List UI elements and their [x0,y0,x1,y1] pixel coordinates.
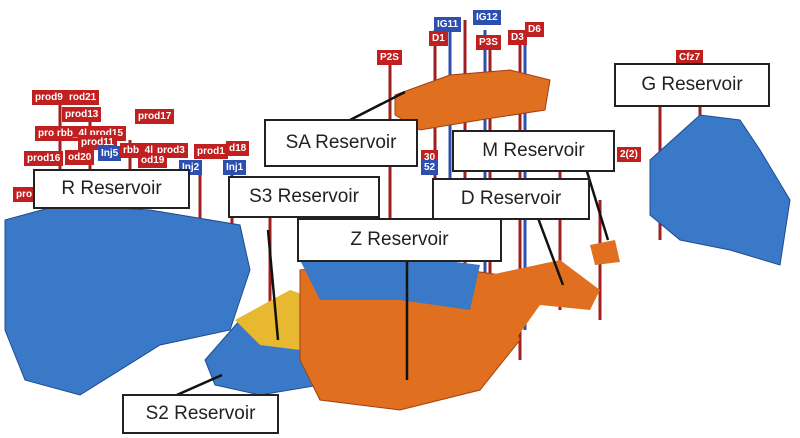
sa-reservoir-label: SA Reservoir [264,119,418,167]
well-tag: IG12 [473,10,501,25]
g-reservoir-body [649,114,791,266]
r-reservoir-label: R Reservoir [33,169,190,209]
well-tag: od20 [65,150,95,165]
d-reservoir-body [490,260,600,340]
well-tag: prod9 [32,90,66,105]
well-tag: prod13 [62,107,102,122]
well-tag: Inj1 [223,160,247,175]
well-tag: prod16 [24,151,64,166]
well-tag: 2(2) [617,147,641,162]
well-tag: D3 [508,30,527,45]
g-reservoir-label: G Reservoir [614,63,770,107]
z-reservoir-label: Z Reservoir [297,218,502,262]
m-reservoir-label: M Reservoir [452,130,615,172]
s2-reservoir-label: S2 Reservoir [122,394,279,434]
well-tag: D6 [525,22,544,37]
well-tag: prod1 [194,144,228,159]
well-tag: d18 [226,141,250,156]
d-reservoir-label: D Reservoir [432,178,590,220]
well-tag: Cfz7 [676,50,704,65]
z-reservoir-blue [300,255,480,310]
well-tag: P3S [476,35,501,50]
well-tag: D1 [429,31,448,46]
well-tag: IG11 [434,17,462,32]
m-reservoir-body [590,240,620,265]
s3-reservoir-label: S3 Reservoir [228,176,380,218]
well-tag: P2S [377,50,402,65]
well-tag: Inj5 [98,146,122,161]
well-tag: rod21 [66,90,100,105]
s3-reservoir-body [235,290,320,350]
well-tag: prod17 [135,109,175,124]
well-tag: 52 [421,160,439,175]
well-tag: od19 [138,153,168,168]
well-tag: pro [13,187,36,202]
sa-reservoir-body [394,69,551,131]
